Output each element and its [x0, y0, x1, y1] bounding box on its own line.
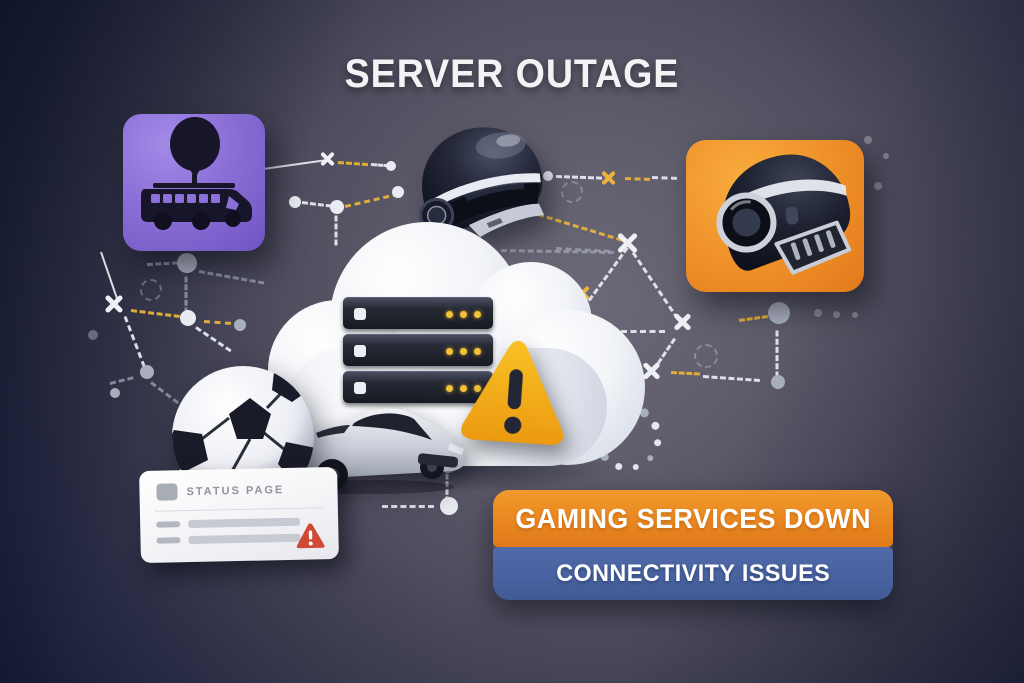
- network-dash: [130, 309, 180, 318]
- network-dot: [832, 310, 840, 318]
- network-dot: [386, 161, 396, 171]
- x-mark-icon: [672, 312, 693, 333]
- combat-helmet-tile: [686, 140, 864, 292]
- network-dash: [344, 192, 399, 208]
- network-dot: [140, 365, 154, 379]
- combat-helmet-icon: [716, 154, 852, 275]
- status-banners: GAMING SERVICES DOWN CONNECTIVITY ISSUES: [493, 490, 893, 600]
- x-mark-icon: [615, 231, 640, 256]
- network-dash: [195, 326, 232, 353]
- gaming-services-banner: GAMING SERVICES DOWN: [493, 490, 893, 547]
- battle-bus-icon: [141, 117, 252, 230]
- network-dash: [123, 315, 146, 368]
- network-dot: [814, 309, 822, 317]
- network-dash: [301, 201, 332, 208]
- status-card-title: STATUS PAGE: [186, 484, 285, 499]
- connectivity-label: CONNECTIVITY ISSUES: [556, 559, 830, 587]
- network-dash: [775, 330, 779, 378]
- network-dash: [109, 376, 134, 385]
- x-mark-icon: [103, 293, 125, 315]
- server-led: [354, 308, 366, 320]
- network-dash: [337, 161, 369, 167]
- network-dot: [771, 375, 785, 389]
- alert-triangle-icon: [296, 523, 325, 549]
- network-dash: [382, 505, 434, 508]
- server-led: [354, 345, 366, 357]
- network-dot: [234, 319, 246, 331]
- x-mark-icon: [600, 170, 617, 187]
- network-dash: [184, 276, 188, 314]
- network-dot: [440, 497, 458, 515]
- status-page-card: STATUS PAGE: [139, 466, 339, 564]
- network-dash: [738, 314, 768, 322]
- placeholder-bar: [156, 537, 181, 544]
- network-dash: [203, 320, 232, 325]
- placeholder-bar: [188, 517, 301, 529]
- network-dash: [651, 176, 678, 180]
- network-dash: [631, 251, 679, 320]
- network-dash: [670, 371, 701, 376]
- network-dash: [334, 215, 338, 246]
- network-dash: [255, 159, 326, 171]
- network-dot: [874, 182, 882, 190]
- divider: [154, 507, 323, 512]
- placeholder-bar: [188, 533, 301, 545]
- dashed-circle: [561, 181, 583, 203]
- page-title: SERVER OUTAGE: [344, 52, 680, 96]
- gaming-services-label: GAMING SERVICES DOWN: [515, 502, 871, 534]
- network-dot: [177, 253, 197, 273]
- status-card-logo-icon: [156, 483, 178, 501]
- network-dot: [180, 310, 196, 326]
- network-dot: [852, 312, 858, 318]
- network-dash: [198, 270, 265, 285]
- network-dot: [768, 302, 790, 324]
- status-lights: [446, 311, 481, 318]
- warning-triangle-icon: [461, 340, 564, 446]
- connectivity-banner: CONNECTIVITY ISSUES: [493, 547, 893, 600]
- dashed-circle: [694, 344, 718, 368]
- network-dash: [702, 375, 760, 382]
- dashed-circle: [140, 279, 162, 301]
- network-dot: [110, 388, 120, 398]
- battle-bus-tile: [123, 114, 265, 251]
- network-dash: [146, 261, 179, 266]
- x-mark-icon: [319, 151, 336, 168]
- network-dot: [330, 200, 344, 214]
- network-dot: [289, 196, 301, 208]
- network-dot: [88, 330, 98, 340]
- network-dot: [864, 136, 872, 144]
- network-dot: [883, 153, 889, 159]
- server-unit: [343, 297, 493, 329]
- placeholder-bar: [156, 521, 181, 528]
- network-dash: [624, 177, 651, 181]
- network-dash: [555, 175, 603, 180]
